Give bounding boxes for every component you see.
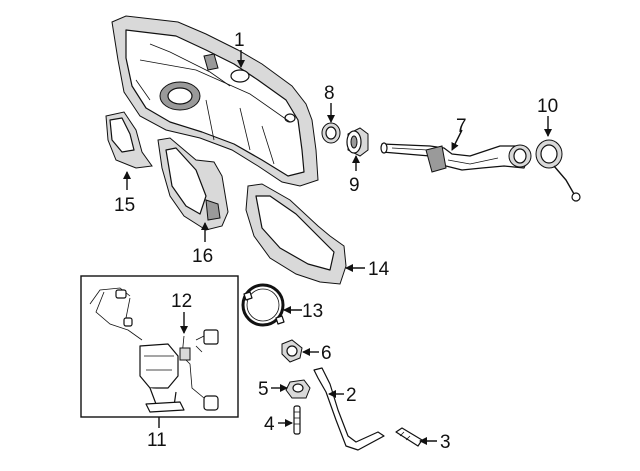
filler-pipe bbox=[380, 142, 532, 173]
fuel-cap bbox=[535, 139, 581, 202]
callout-8: 8 bbox=[324, 83, 335, 104]
callout-1: 1 bbox=[234, 30, 245, 51]
grommet bbox=[346, 127, 369, 157]
callout-2: 2 bbox=[346, 385, 357, 406]
leader-7 bbox=[451, 129, 463, 151]
nut bbox=[285, 379, 311, 399]
callout-7: 7 bbox=[456, 116, 467, 137]
bolt bbox=[395, 427, 423, 447]
fuel-tank bbox=[111, 15, 319, 187]
heat-shield-left bbox=[105, 111, 153, 169]
callout-11: 11 bbox=[147, 430, 167, 451]
callout-3: 3 bbox=[440, 432, 451, 453]
tank-strap bbox=[313, 367, 385, 451]
callout-16: 16 bbox=[192, 246, 213, 267]
heat-shield-right bbox=[245, 183, 347, 285]
callout-10: 10 bbox=[537, 96, 558, 117]
lock-ring bbox=[241, 283, 285, 327]
heat-shield-center bbox=[157, 137, 229, 231]
stud bbox=[293, 405, 301, 435]
fuel-pump-module bbox=[89, 287, 185, 413]
callout-14: 14 bbox=[368, 259, 390, 280]
callout-9: 9 bbox=[349, 175, 360, 196]
callout-5: 5 bbox=[258, 379, 269, 400]
callout-13: 13 bbox=[302, 301, 323, 322]
callout-6: 6 bbox=[321, 343, 332, 364]
callout-15: 15 bbox=[114, 195, 135, 216]
callout-4: 4 bbox=[264, 414, 275, 435]
vent-valve bbox=[281, 339, 303, 363]
callout-12: 12 bbox=[171, 291, 192, 312]
seal-ring bbox=[321, 122, 341, 144]
fuel-level-sender bbox=[179, 329, 219, 411]
